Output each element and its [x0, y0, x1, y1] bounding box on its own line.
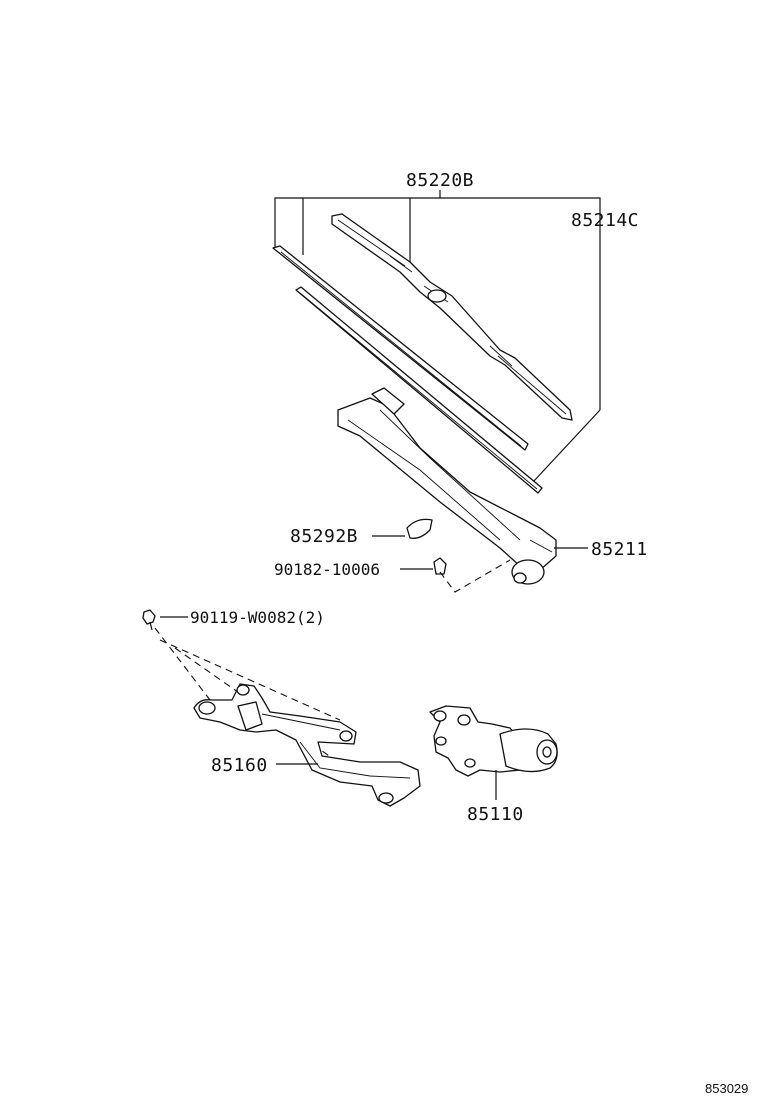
- diagram-ref-number: 853029: [705, 1081, 748, 1096]
- label-90182-10006: 90182-10006: [274, 560, 380, 579]
- nut[interactable]: [433, 557, 447, 575]
- wiper-motor[interactable]: [429, 705, 558, 777]
- label-85214c: 85214C: [571, 210, 639, 231]
- bolt[interactable]: [142, 609, 156, 631]
- label-85110: 85110: [467, 804, 524, 825]
- wiper-arm[interactable]: [337, 387, 557, 585]
- bolt-dashed-lines: [154, 627, 386, 796]
- wiper-blade[interactable]: [331, 213, 573, 421]
- label-85292b: 85292B: [290, 526, 358, 547]
- blade-insert-short[interactable]: [295, 286, 543, 494]
- label-85160: 85160: [211, 755, 268, 776]
- label-85211: 85211: [591, 539, 648, 560]
- arm-cover[interactable]: [406, 518, 433, 539]
- leaders: [160, 535, 588, 800]
- label-85220b: 85220B: [406, 170, 474, 191]
- link-assy[interactable]: [193, 683, 421, 807]
- label-90119-w0082: 90119-W0082(2): [190, 608, 325, 627]
- bracket-85220b: [274, 190, 601, 483]
- blade-insert-long[interactable]: [272, 245, 529, 451]
